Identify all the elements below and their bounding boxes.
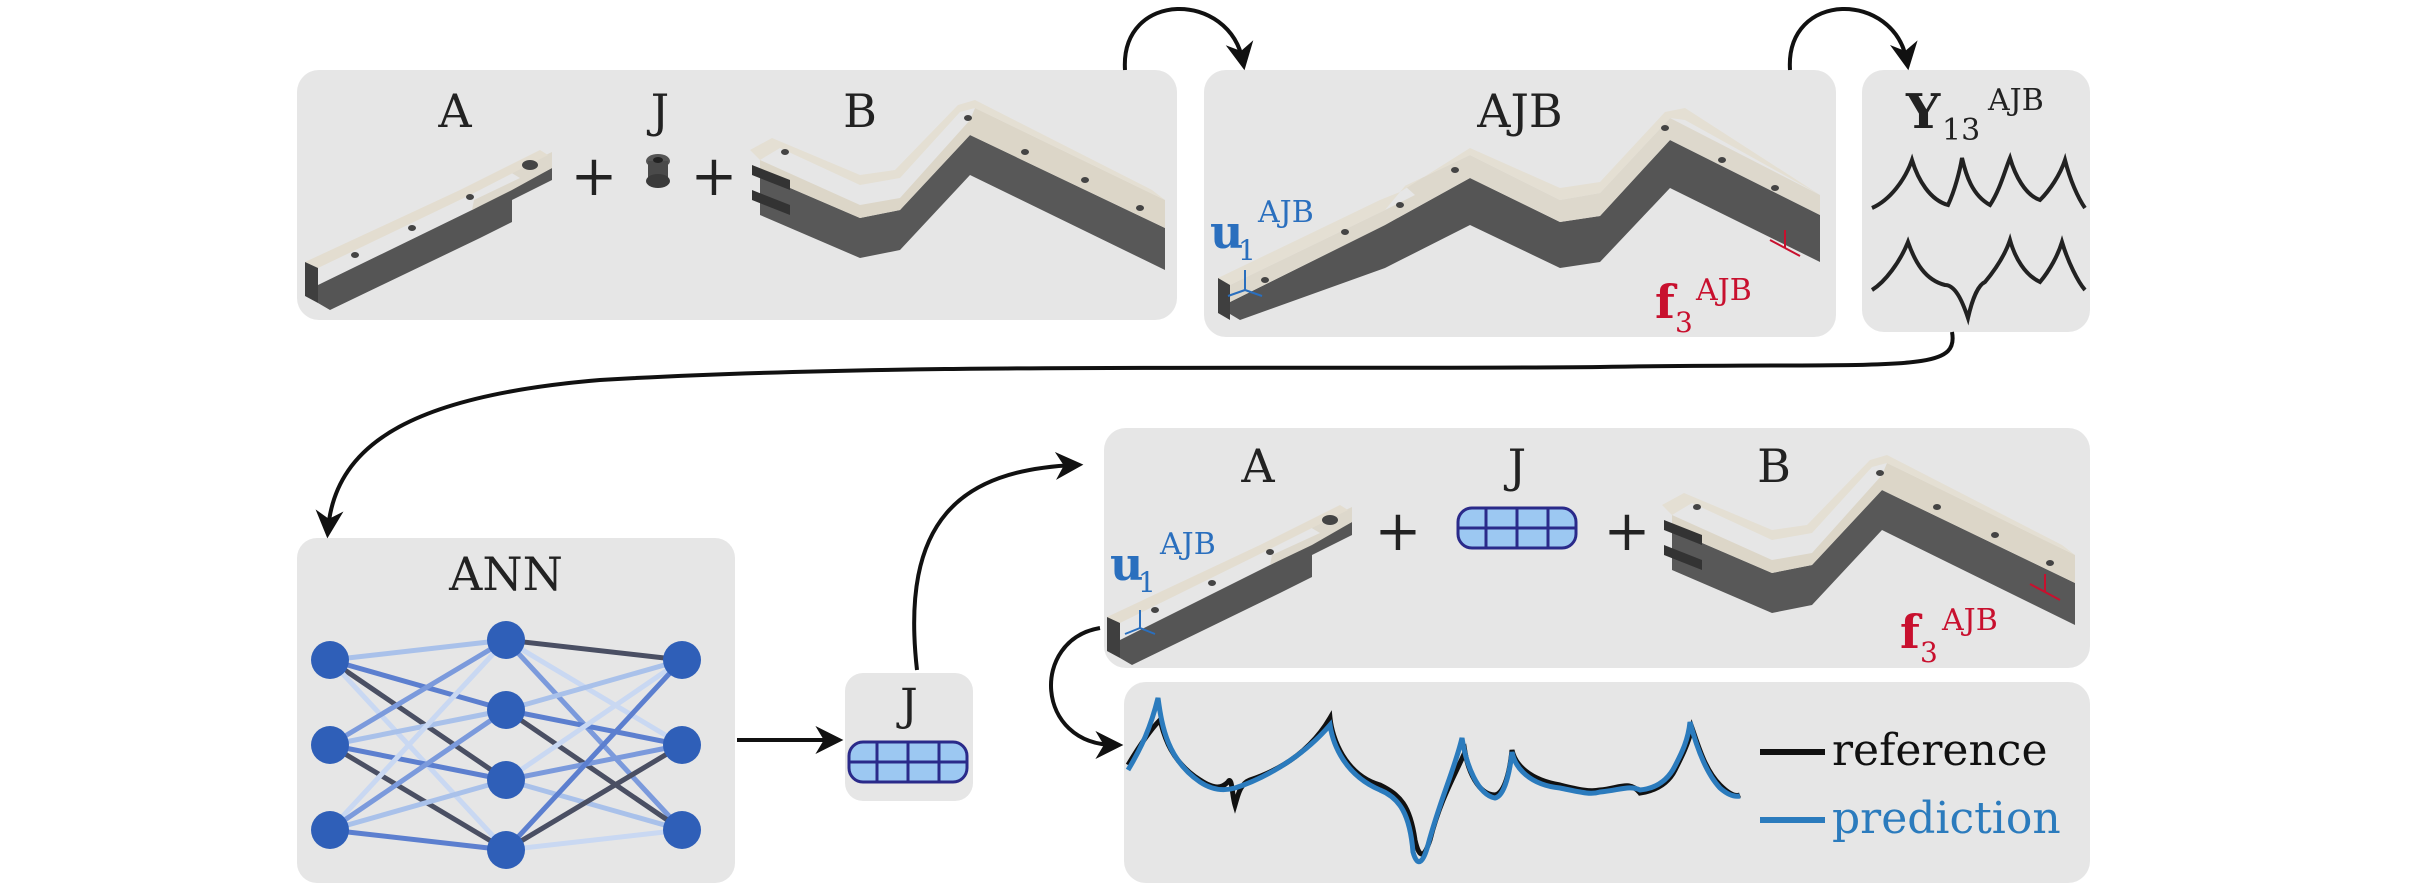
joint-label: J [647, 84, 669, 138]
frf-curve-upper [1871, 152, 2087, 210]
ann-edge [505, 742, 683, 783]
ann-node [487, 621, 525, 659]
ann-edge [505, 827, 683, 853]
force-symbol: f [1655, 275, 1678, 329]
ajb-title: AJB [1476, 84, 1562, 138]
part-b-label: B [843, 84, 877, 138]
assembly-panel [297, 70, 1177, 320]
part-b [750, 100, 1165, 270]
ann-title: ANN [448, 547, 563, 601]
force-dof-label: f 3 AJB [1655, 273, 1752, 339]
force-index: 3 [1920, 636, 1938, 669]
ann-edge [504, 742, 684, 853]
sub-response-dof-label: u 1 AJB [1110, 527, 1216, 599]
sub-part-b [1662, 455, 2075, 625]
response-symbol: u [1210, 205, 1243, 259]
ann-edge [505, 777, 683, 833]
force-superscript: AJB [1941, 603, 1998, 638]
plus-sign: + [571, 144, 618, 209]
ann-node [487, 691, 525, 729]
frf-superscript: AJB [1987, 83, 2044, 118]
ann-edge [329, 657, 507, 713]
plus-sign: + [1375, 499, 1422, 564]
force-index: 3 [1675, 306, 1693, 339]
ann-edge [505, 657, 683, 713]
joint-bushing [646, 154, 670, 188]
arrow-assembly-to-ajb [1122, 7, 1254, 71]
sub-part-a-label: A [1240, 439, 1275, 493]
ann-node [311, 641, 349, 679]
ann-edge [329, 777, 507, 833]
legend-label-prediction: prediction [1832, 793, 2061, 844]
arrow-frf-to-ann [315, 331, 1955, 539]
ann-node [487, 831, 525, 869]
frf-curve-lower [1870, 233, 2087, 326]
ajb-assembly [1218, 108, 1820, 320]
legend: reference prediction [1760, 725, 2061, 844]
plus-sign: + [691, 144, 738, 209]
ann-node [663, 641, 701, 679]
ann-edge [328, 742, 508, 853]
sub-joint-label: J [1504, 439, 1526, 493]
ann-node [663, 811, 701, 849]
ann-edge [504, 658, 684, 852]
ann-nodes [311, 621, 701, 869]
ann-edge [329, 637, 507, 663]
joint-element-icon [847, 740, 969, 784]
response-dof-label: u 1 AJB [1210, 195, 1314, 267]
prediction-curve [1125, 697, 1741, 865]
ann-node [311, 726, 349, 764]
arrow-substructure-to-comparison [1049, 626, 1124, 759]
ann-node [311, 811, 349, 849]
force-symbol: f [1900, 605, 1923, 659]
ann-edge [328, 637, 508, 748]
sub-joint-icon [1456, 506, 1578, 550]
force-arrows-icon [1769, 230, 1801, 257]
ann-edge [505, 637, 683, 663]
ann-edge [504, 657, 684, 783]
frf-index: 13 [1942, 113, 1980, 148]
ann-edge [504, 637, 684, 748]
plus-sign: + [1604, 499, 1651, 564]
response-index: 1 [1238, 234, 1256, 267]
sensor-axes-icon [1124, 610, 1156, 635]
ann-node [487, 761, 525, 799]
response-index: 1 [1138, 566, 1156, 599]
sub-part-a [1107, 505, 1352, 665]
ann-edge [328, 707, 508, 833]
force-arrows-icon [2029, 574, 2061, 601]
response-superscript: AJB [1257, 195, 1314, 230]
ann-edge [328, 658, 508, 852]
ann-edge [504, 707, 684, 833]
sensor-axes-icon [1227, 270, 1263, 297]
response-superscript: AJB [1159, 527, 1216, 562]
sub-part-b-label: B [1757, 439, 1791, 493]
frf-symbol: Y [1905, 84, 1941, 140]
ann-edge [328, 657, 508, 783]
ann-edge [329, 742, 507, 783]
ann-edge [328, 638, 508, 832]
response-symbol: u [1110, 537, 1143, 591]
frf-label: Y 13 AJB [1905, 83, 2044, 148]
ann-edge [505, 707, 683, 748]
sub-force-dof-label: f 3 AJB [1900, 603, 1998, 669]
ann-edge [329, 827, 507, 853]
ann-edge [504, 638, 684, 832]
arrow-ajb-to-frf [1787, 7, 1918, 71]
ann-edges [328, 637, 684, 853]
force-superscript: AJB [1695, 273, 1752, 308]
joint-output-label: J [896, 680, 918, 731]
legend-label-reference: reference [1832, 725, 2048, 776]
part-a [305, 150, 552, 310]
part-a-label: A [437, 84, 472, 138]
ann-node [663, 726, 701, 764]
comparison-panel [1124, 682, 2090, 883]
ann-edge [329, 707, 507, 748]
arrow-joint-to-substructure [912, 451, 1084, 671]
